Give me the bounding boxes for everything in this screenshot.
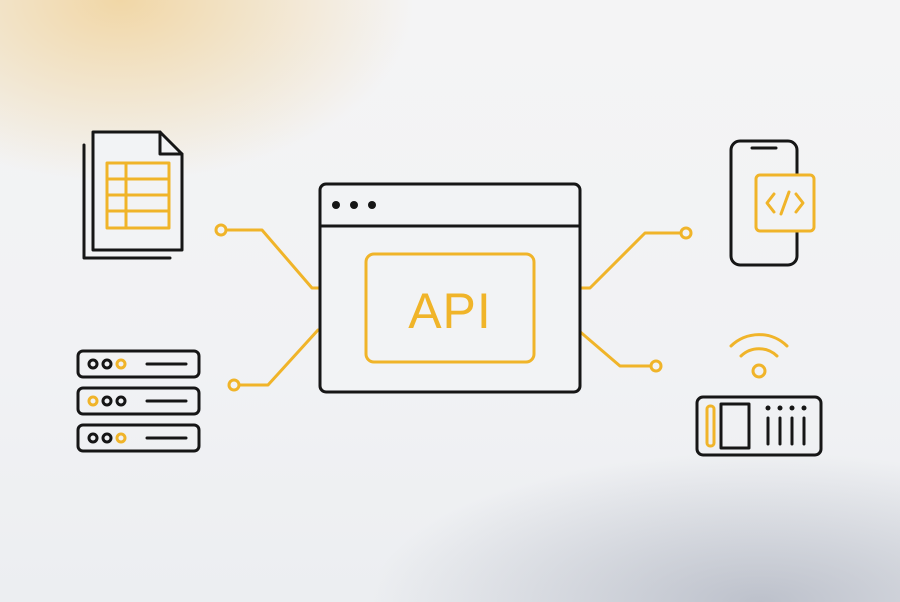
wireless-device-icon [695, 333, 823, 457]
api-label: API [408, 283, 492, 339]
connectors [214, 223, 693, 392]
server-rack-icon [76, 349, 201, 453]
api-box: API [364, 252, 536, 364]
mobile-code-icon [729, 139, 816, 267]
spreadsheet-document-icon [82, 130, 184, 260]
